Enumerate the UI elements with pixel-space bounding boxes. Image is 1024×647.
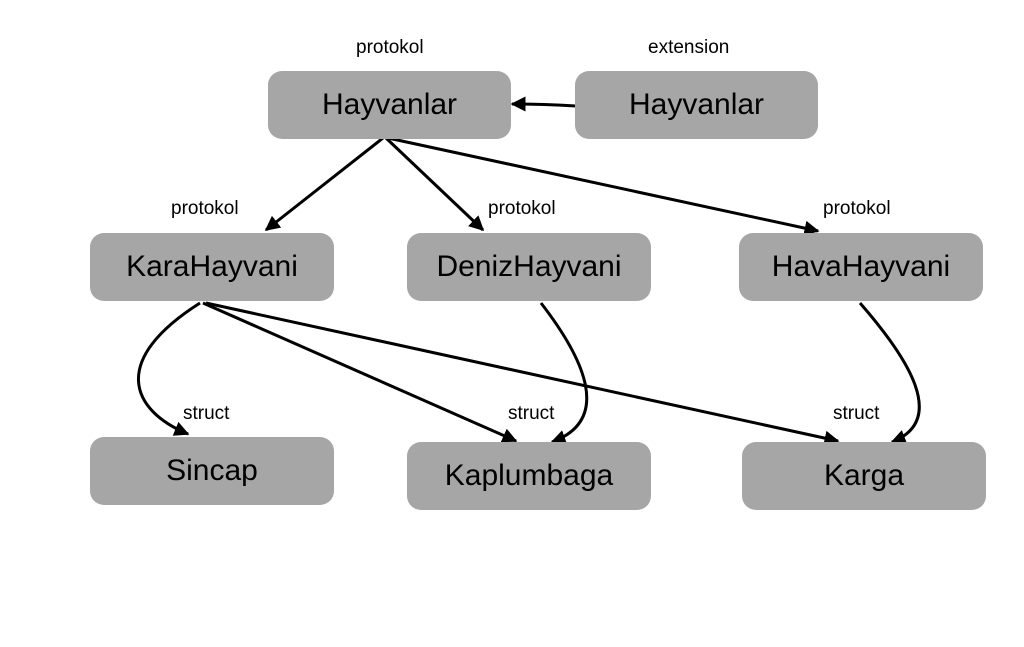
node-label: KaraHayvani (126, 250, 298, 283)
edge-hayvanlar-to-denizhayvani (384, 136, 485, 232)
edge-karahayvani-to-sincap (137, 301, 201, 436)
node-label: Sincap (166, 454, 258, 487)
node-denizhayvani: DenizHayvani (407, 233, 651, 301)
node-karga: Karga (742, 442, 986, 510)
edge-extension-to-hayvanlar (510, 96, 577, 112)
node-label: Kaplumbaga (444, 459, 614, 492)
edge-karahayvani-to-karga (205, 301, 840, 446)
kind-label-hayvanlar-extension: extension (648, 37, 730, 58)
node-label: Hayvanlar (628, 88, 765, 121)
kind-label-sincap: struct (183, 403, 230, 424)
edge-karahayvani-to-kaplumbaga (202, 301, 518, 443)
node-sincap: Sincap (90, 437, 334, 505)
edge-havahayvani-to-karga (858, 302, 921, 445)
node-hayvanlar-protocol: Hayvanlar (268, 71, 511, 139)
node-label: HavaHayvani (771, 250, 951, 283)
node-label: DenizHayvani (436, 250, 622, 283)
node-kaplumbaga: Kaplumbaga (407, 442, 651, 510)
edge-denizhayvani-to-kaplumbaga (539, 302, 589, 445)
node-label: Hayvanlar (321, 88, 458, 121)
node-karahayvani: KaraHayvani (90, 233, 334, 301)
kind-label-denizhayvani: protokol (488, 198, 556, 219)
edge-hayvanlar-to-havahayvani (387, 136, 820, 236)
kind-label-karga: struct (833, 403, 880, 424)
node-hayvanlar-extension: Hayvanlar (575, 71, 818, 139)
node-havahayvani: HavaHayvani (739, 233, 983, 301)
node-label: Karga (823, 459, 905, 492)
kind-label-kaplumbaga: struct (508, 403, 555, 424)
kind-label-karahayvani: protokol (171, 198, 239, 219)
kind-label-hayvanlar-protocol: protokol (356, 37, 424, 58)
edge-hayvanlar-to-karahayvani (264, 136, 384, 232)
kind-label-havahayvani: protokol (823, 198, 891, 219)
